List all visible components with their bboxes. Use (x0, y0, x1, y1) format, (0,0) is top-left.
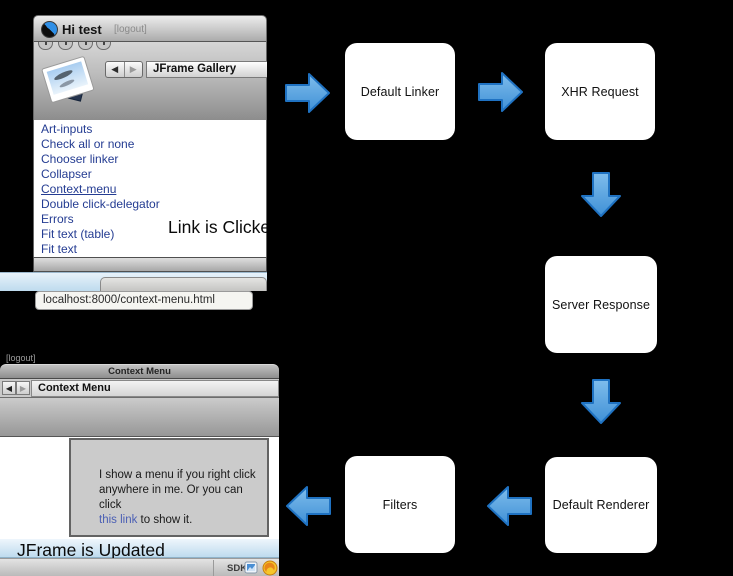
list-item[interactable]: Fit text (41, 242, 78, 256)
window-titlebar: Hi test [logout] (33, 15, 267, 42)
back-button[interactable]: ◀ (106, 62, 125, 77)
list-item[interactable]: Collapser (41, 167, 92, 181)
horizontal-scrollbar[interactable] (33, 257, 267, 272)
list-item[interactable]: Errors (41, 212, 74, 226)
gallery-link-list: Art-inputs Check all or none Chooser lin… (34, 120, 266, 257)
arrow-left-icon (487, 486, 532, 526)
panel-text-line: to show it. (137, 514, 193, 526)
flow-box-label: Default Linker (360, 84, 440, 99)
list-item[interactable]: Art-inputs (41, 122, 93, 136)
logout-link[interactable]: [logout] (6, 353, 36, 363)
flow-box-label: XHR Request (561, 84, 639, 99)
list-item[interactable]: Chooser linker (41, 152, 119, 166)
flow-box-label: Default Renderer (552, 498, 650, 512)
list-item[interactable]: Double click-delegator (41, 197, 160, 211)
toolbar-capsule-button-icon[interactable] (38, 42, 53, 50)
toolbar-capsule-button-icon[interactable] (78, 42, 93, 50)
window-title-fragment: Context Menu (0, 364, 279, 378)
app-logo-icon (41, 21, 58, 38)
status-bar (0, 538, 279, 558)
arrow-down-icon (581, 379, 621, 424)
arrow-right-icon (478, 72, 523, 112)
browser-toolbar: ◀ ▶ JFrame Gallery (33, 42, 267, 120)
logout-link[interactable]: [logout] (114, 24, 147, 35)
page-title-field[interactable]: JFrame Gallery (146, 61, 267, 78)
bottom-status-bar: SDK (0, 558, 279, 576)
sdk-label: SDK (227, 563, 248, 574)
panel-text-line: I show a menu if you right click (99, 469, 256, 481)
swirl-icon[interactable] (262, 560, 278, 576)
this-link[interactable]: this link (99, 514, 138, 526)
browser-screenshot-top: Hi test [logout] ◀ ▶ JFrame Gallery Art (0, 0, 267, 312)
browser-toolbar: ◀ ▶ Context Menu (0, 378, 279, 398)
status-panel-tab (100, 277, 267, 291)
flow-box-default-linker: Default Linker (345, 43, 455, 140)
caption-link-clicked: Link is Clicked (168, 217, 267, 237)
back-icon: ◀ (5, 383, 13, 393)
arrow-right-icon (285, 73, 330, 113)
toolbar-lower-area (0, 398, 279, 437)
panel-text-line: anywhere in me. Or you can click (99, 484, 243, 511)
flow-box-label: Server Response (551, 297, 651, 312)
back-icon: ◀ (111, 64, 119, 74)
list-item[interactable]: Fit text (table) (41, 227, 115, 241)
flow-box-server-response: Server Response (545, 256, 657, 353)
flow-box-default-renderer: Default Renderer (545, 457, 657, 553)
toolbar-capsule-button-icon[interactable] (96, 42, 111, 50)
browser-content: Art-inputs Check all or none Chooser lin… (33, 120, 267, 257)
browser-content: I show a menu if you right click anywher… (0, 437, 279, 538)
list-item[interactable]: Check all or none (41, 137, 135, 151)
browser-screenshot-bottom: [logout] Context Menu ◀ ▶ Context Menu I… (0, 352, 279, 576)
nav-buttons: ◀ ▶ (105, 61, 143, 78)
arrow-left-icon (286, 486, 331, 526)
forward-button[interactable]: ▶ (16, 381, 30, 395)
status-bar-divider (213, 560, 214, 576)
window-title: Hi test (62, 22, 102, 37)
forward-icon: ▶ (19, 383, 27, 393)
arrow-down-icon (581, 172, 621, 217)
forward-button[interactable]: ▶ (125, 62, 143, 77)
caption-jframe-updated: JFrame is Updated (17, 540, 165, 560)
toolbar-capsule-button-icon[interactable] (58, 42, 73, 50)
panel-text: I show a menu if you right click anywher… (99, 468, 267, 528)
back-button[interactable]: ◀ (2, 381, 16, 395)
list-item-active[interactable]: Context-menu (41, 182, 117, 196)
forward-icon: ▶ (129, 64, 137, 74)
page-title-field[interactable]: Context Menu (31, 380, 279, 397)
flow-box-xhr-request: XHR Request (545, 43, 655, 140)
flow-box-filters: Filters (345, 456, 455, 553)
context-menu-panel[interactable]: I show a menu if you right click anywher… (69, 438, 269, 537)
window-doc-icon[interactable] (244, 560, 259, 575)
flow-box-label: Filters (382, 497, 418, 512)
status-url-tooltip: localhost:8000/context-menu.html (35, 291, 253, 310)
gallery-photo-icon (41, 56, 95, 103)
